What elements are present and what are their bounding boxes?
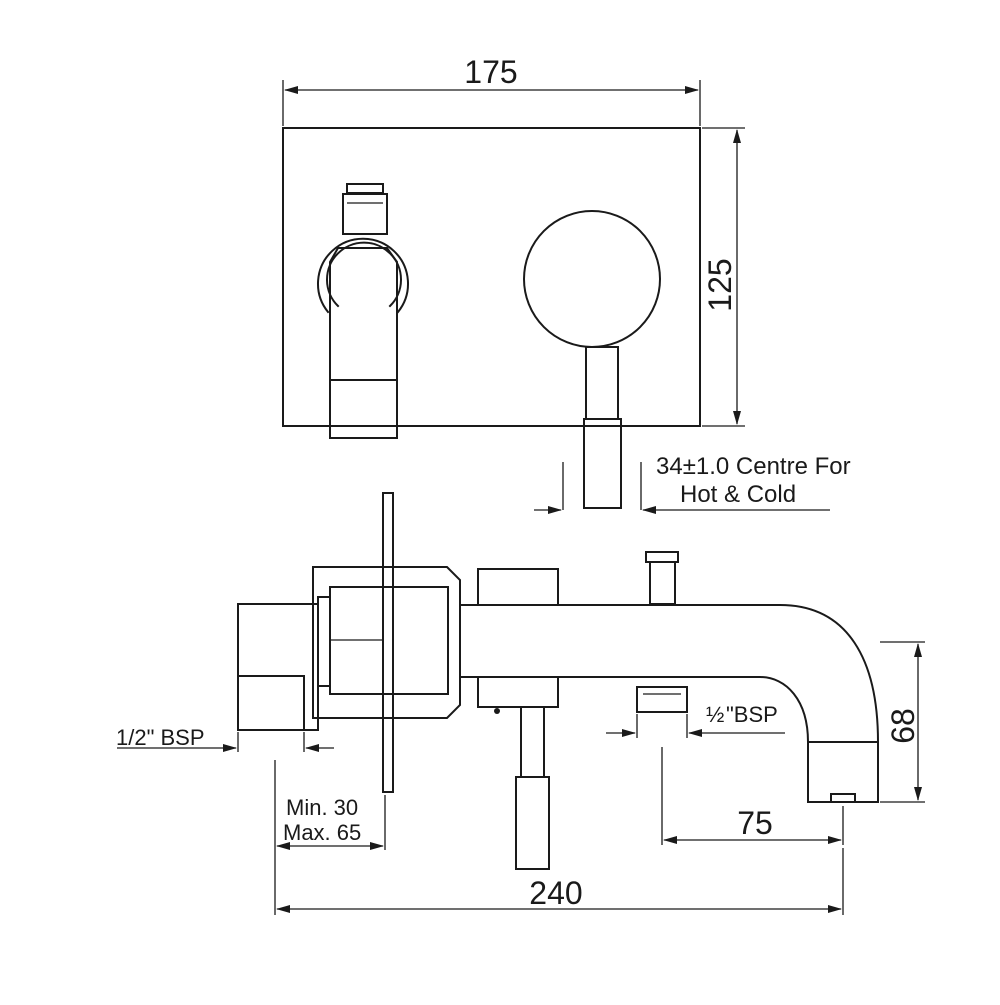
- centre-label-line1: 34±1.0 Centre For: [656, 453, 851, 480]
- dim-spout-offset: 75: [661, 747, 844, 845]
- dim-wall-depth: Min. 30 Max. 65: [274, 760, 386, 915]
- outlet-bsp-text: "BSP: [726, 702, 778, 727]
- side-view: [237, 492, 879, 870]
- spout-side: [459, 604, 879, 803]
- lever-stem-side: [520, 706, 545, 778]
- total-length-label: 240: [529, 875, 582, 911]
- dim-spout-height: 68: [880, 641, 925, 803]
- spout-height-label: 68: [885, 708, 921, 744]
- housing-collar: [317, 596, 331, 687]
- outlet-fitting: [636, 686, 688, 713]
- lever-handle: [583, 418, 622, 509]
- backplate-outline: [282, 127, 701, 427]
- plate-height-label: 125: [702, 258, 738, 311]
- lever-base: [477, 676, 559, 708]
- grub-screw: [494, 708, 500, 714]
- centre-label-line2: Hot & Cold: [680, 481, 796, 508]
- diverter-knob: [342, 193, 388, 235]
- front-view: [282, 127, 701, 509]
- dim-centre: 34±1.0 Centre For Hot & Cold: [534, 453, 851, 514]
- lever-hub: [477, 568, 559, 606]
- inlet-bsp-label: 1/2" BSP: [116, 725, 205, 750]
- valve-housing: [312, 566, 461, 719]
- diverter-knob-side: [649, 561, 676, 605]
- spout-aerator: [830, 793, 856, 803]
- lever-handle-side: [515, 776, 550, 870]
- dim-plate-width: 175: [282, 54, 701, 126]
- spout-rosette-inner: [326, 241, 402, 308]
- wall-depth-min: Min. 30: [286, 795, 358, 820]
- valve-disc: [523, 210, 661, 348]
- plate-width-label: 175: [464, 54, 517, 90]
- diverter-cap: [346, 183, 384, 194]
- lever-stem: [585, 346, 619, 420]
- outlet-bsp-frac: ½: [706, 702, 724, 727]
- spout-rosette: [317, 237, 409, 314]
- dim-outlet-bsp: ½ "BSP: [606, 702, 785, 738]
- inlet-block: [237, 603, 319, 731]
- spout-front: [329, 247, 398, 439]
- wall-plate-side: [382, 492, 394, 793]
- diverter-cap-side: [645, 551, 679, 563]
- dim-total-length: 240: [276, 848, 844, 915]
- dim-plate-height: 125: [702, 127, 745, 427]
- spout-offset-label: 75: [737, 805, 773, 841]
- dim-inlet-bsp: 1/2" BSP: [116, 725, 334, 752]
- wall-depth-max: Max. 65: [283, 820, 361, 845]
